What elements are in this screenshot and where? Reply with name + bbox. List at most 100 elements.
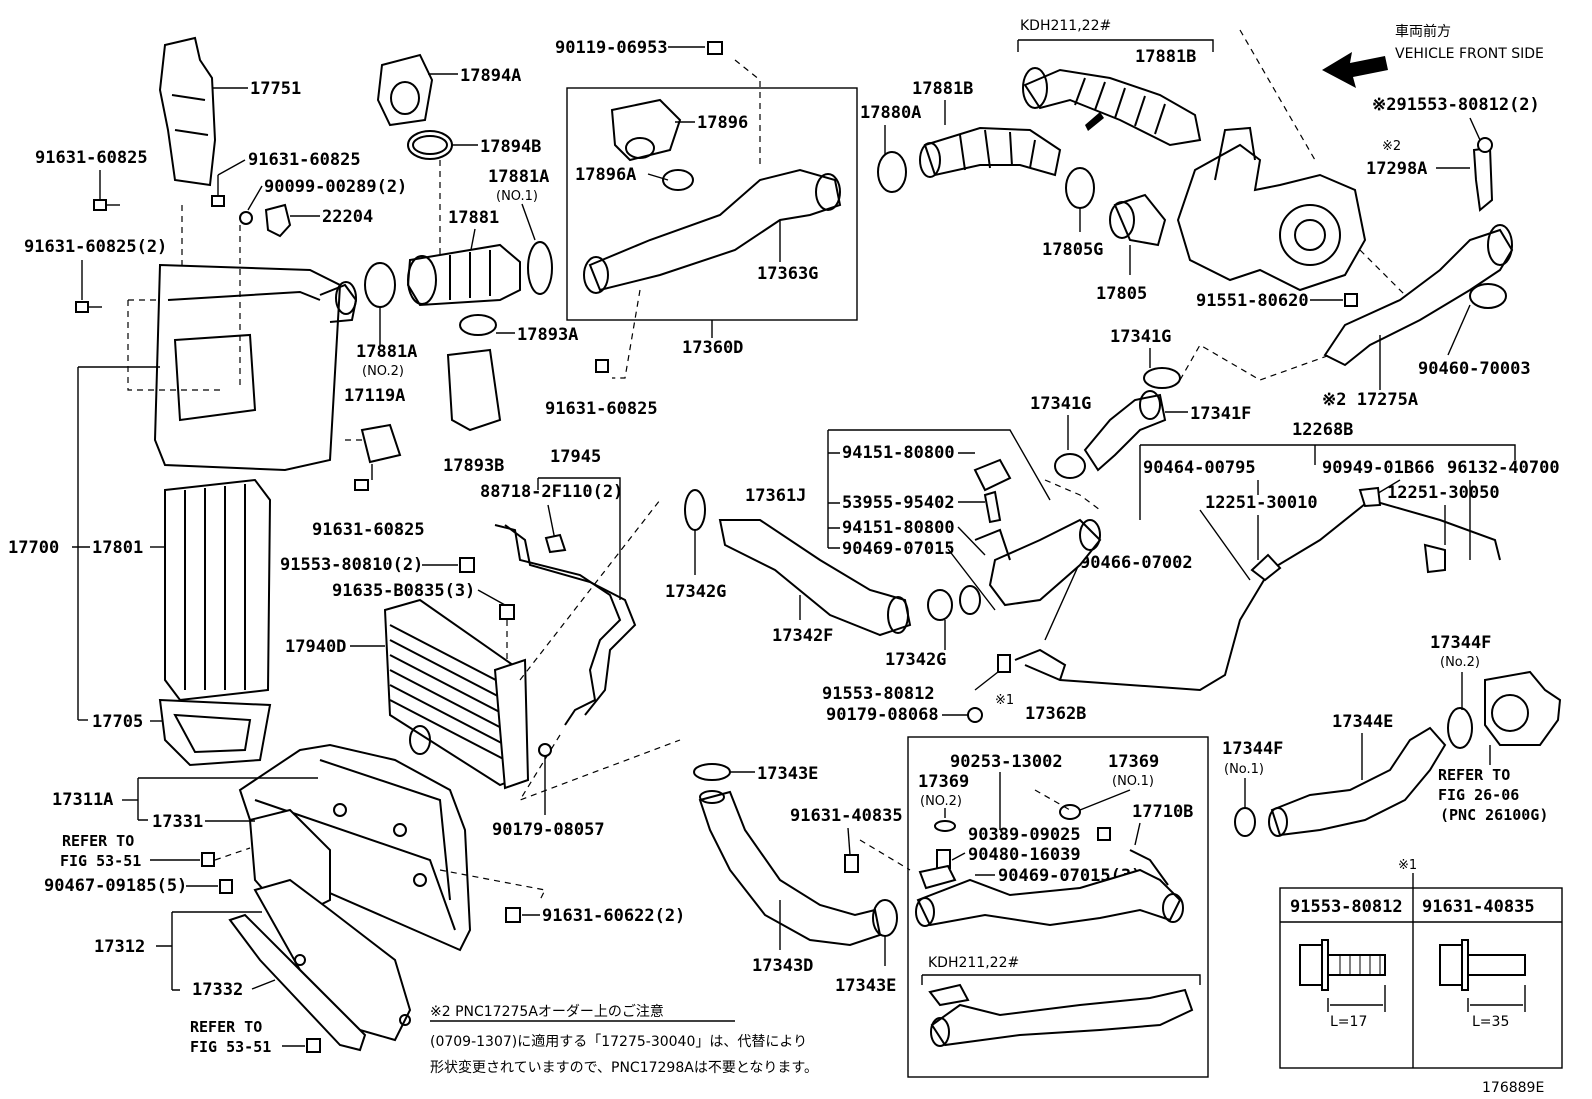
- label-17894B: 17894B: [480, 137, 541, 157]
- label-17360D: 17360D: [682, 338, 743, 358]
- clamp-17881A-no2: [364, 262, 396, 308]
- bracket-17705: [158, 698, 272, 767]
- label-17894A: 17894A: [460, 66, 521, 86]
- cover-17894A: [376, 53, 434, 127]
- label-90467-09185: 90467-09185(5): [44, 876, 187, 896]
- nut-90179-08057: [538, 743, 552, 757]
- bolt-91635: [499, 604, 515, 620]
- label-90179-08068: 90179-08068: [826, 705, 939, 725]
- pipe-17275A: [1323, 224, 1514, 367]
- bracket-17945: [494, 524, 637, 726]
- label-17945: 17945: [550, 447, 601, 467]
- bolt-drawing-17: [1299, 939, 1386, 1012]
- label-17298A-mark: ※2: [1382, 139, 1401, 154]
- nut-91551: [1344, 293, 1358, 307]
- label-12268B: 12268B: [1292, 420, 1353, 440]
- label-17344F-no2-sub: (No.2): [1440, 655, 1480, 670]
- note-line-2: 形状変更されていますので、PNC17298Aは不要となります。: [430, 1059, 818, 1076]
- bolt-91631-60825-d: [595, 359, 609, 373]
- clamp-17344F-no1: [1234, 807, 1256, 837]
- label-17363G: 17363G: [757, 264, 818, 284]
- figure-id: 176889E: [1482, 1080, 1544, 1096]
- box-17362B: [907, 736, 1209, 1078]
- label-91631-60825-d: 91631-60825: [545, 399, 658, 419]
- label-17881A-no2-sub: (NO.2): [362, 364, 404, 379]
- hose-17881: [406, 243, 521, 307]
- label-17751: 17751: [250, 79, 301, 99]
- pipe-17362B-alt: [928, 983, 1194, 1047]
- gasket-17369-no2: [934, 820, 956, 832]
- label-91631-60622: 91631-60622(2): [542, 906, 685, 926]
- label-12251-30010: 12251-30010: [1205, 493, 1318, 513]
- clip-90099: [239, 211, 253, 225]
- label-90469-07015: 90469-07015: [842, 539, 955, 559]
- ref-26-06-b: FIG 26-06: [1438, 786, 1519, 804]
- bolt-ref-53-51-a: [201, 852, 215, 867]
- label-17940D: 17940D: [285, 637, 346, 657]
- order-note: ※2 PNC17275Aオーダー上のご注意 (0709-1307)に適用する「1…: [430, 1003, 818, 1076]
- label-94151-80800-a: 94151-80800: [842, 443, 955, 463]
- support-17311A: [238, 743, 472, 952]
- label-88718-2F110: 88718-2F110(2): [480, 482, 623, 502]
- label-53955-95402: 53955-95402: [842, 493, 955, 513]
- clamp-17344F-no2: [1447, 707, 1473, 749]
- label-17342G-a: 17342G: [665, 582, 726, 602]
- table-col-1: 91553-80812: [1290, 897, 1403, 917]
- bolt-90389: [1097, 827, 1111, 841]
- label-17881B-b: 17881B: [912, 79, 973, 99]
- ref-26-06-c: (PNC 26100G): [1440, 806, 1548, 824]
- clamp-17342G-a: [684, 489, 706, 531]
- table-len-1: L=17: [1330, 1014, 1367, 1030]
- label-17369-no2: 17369: [918, 772, 969, 792]
- label-17342G-b: 17342G: [885, 650, 946, 670]
- clamp-17881A-no1: [527, 241, 553, 295]
- label-90949-01B66: 90949-01B66: [1322, 458, 1435, 478]
- label-17710B: 17710B: [1132, 802, 1193, 822]
- resonator-17896: [610, 98, 682, 162]
- air-cleaner-case: [153, 263, 358, 472]
- hose-17341F: [1083, 390, 1167, 472]
- label-17119A: 17119A: [344, 386, 405, 406]
- front-arrow-icon: [1322, 52, 1388, 88]
- label-17342F: 17342F: [772, 626, 833, 646]
- label-17344F-no2: 17344F: [1430, 633, 1491, 653]
- air-filter-17801: [164, 478, 272, 702]
- label-91553-80810: 91553-80810(2): [280, 555, 423, 575]
- clamp-17805G: [1065, 167, 1095, 209]
- bolt-drawing-35: [1439, 939, 1526, 1012]
- turbocharger: [1176, 126, 1367, 292]
- label-17343E-b: 17343E: [835, 976, 896, 996]
- pipe-17363G: [583, 168, 842, 294]
- ref-53-51-a1: REFER TO: [62, 832, 134, 850]
- label-12251-30050: 12251-30050: [1387, 483, 1500, 503]
- label-17369-no1-sub: (NO.1): [1112, 774, 1154, 789]
- bolt-90119: [707, 41, 723, 55]
- label-17312: 17312: [94, 937, 145, 957]
- hose-17881B-a: [1022, 67, 1202, 147]
- label-17332: 17332: [192, 980, 243, 1000]
- label-17361J: 17361J: [745, 486, 806, 506]
- bolt-91553-80812: [997, 654, 1011, 673]
- clamp-17342G-b-2: [959, 585, 981, 615]
- table-len-2: L=35: [1472, 1014, 1509, 1030]
- label-291553: ※291553-80812(2): [1372, 95, 1540, 115]
- clamp-17894B: [407, 130, 453, 160]
- note-title: ※2 PNC17275Aオーダー上のご注意: [430, 1003, 664, 1020]
- label-17705: 17705: [92, 712, 143, 732]
- label-91553-80812: 91553-80812: [822, 684, 935, 704]
- kdh-label-top: KDH211,22#: [1020, 18, 1111, 34]
- kdh-label-bottom: KDH211,22#: [928, 955, 1019, 971]
- hose-17342F: [718, 519, 912, 637]
- label-96132-40700: 96132-40700: [1447, 458, 1560, 478]
- bolt-91631-60825-c: [354, 479, 369, 491]
- label-90119-06953: 90119-06953: [555, 38, 668, 58]
- bolt-91631-60622: [505, 907, 521, 923]
- clamp-17343E-a: [693, 763, 731, 781]
- label-22204: 22204: [322, 207, 373, 227]
- label-17311A: 17311A: [52, 790, 113, 810]
- ref-53-51-b2: FIG 53-51: [190, 1038, 271, 1056]
- label-91635-B0835: 91635-B0835(3): [332, 581, 475, 601]
- label-94151-80800-b: 94151-80800: [842, 518, 955, 538]
- bolt-91631-40835: [844, 854, 859, 873]
